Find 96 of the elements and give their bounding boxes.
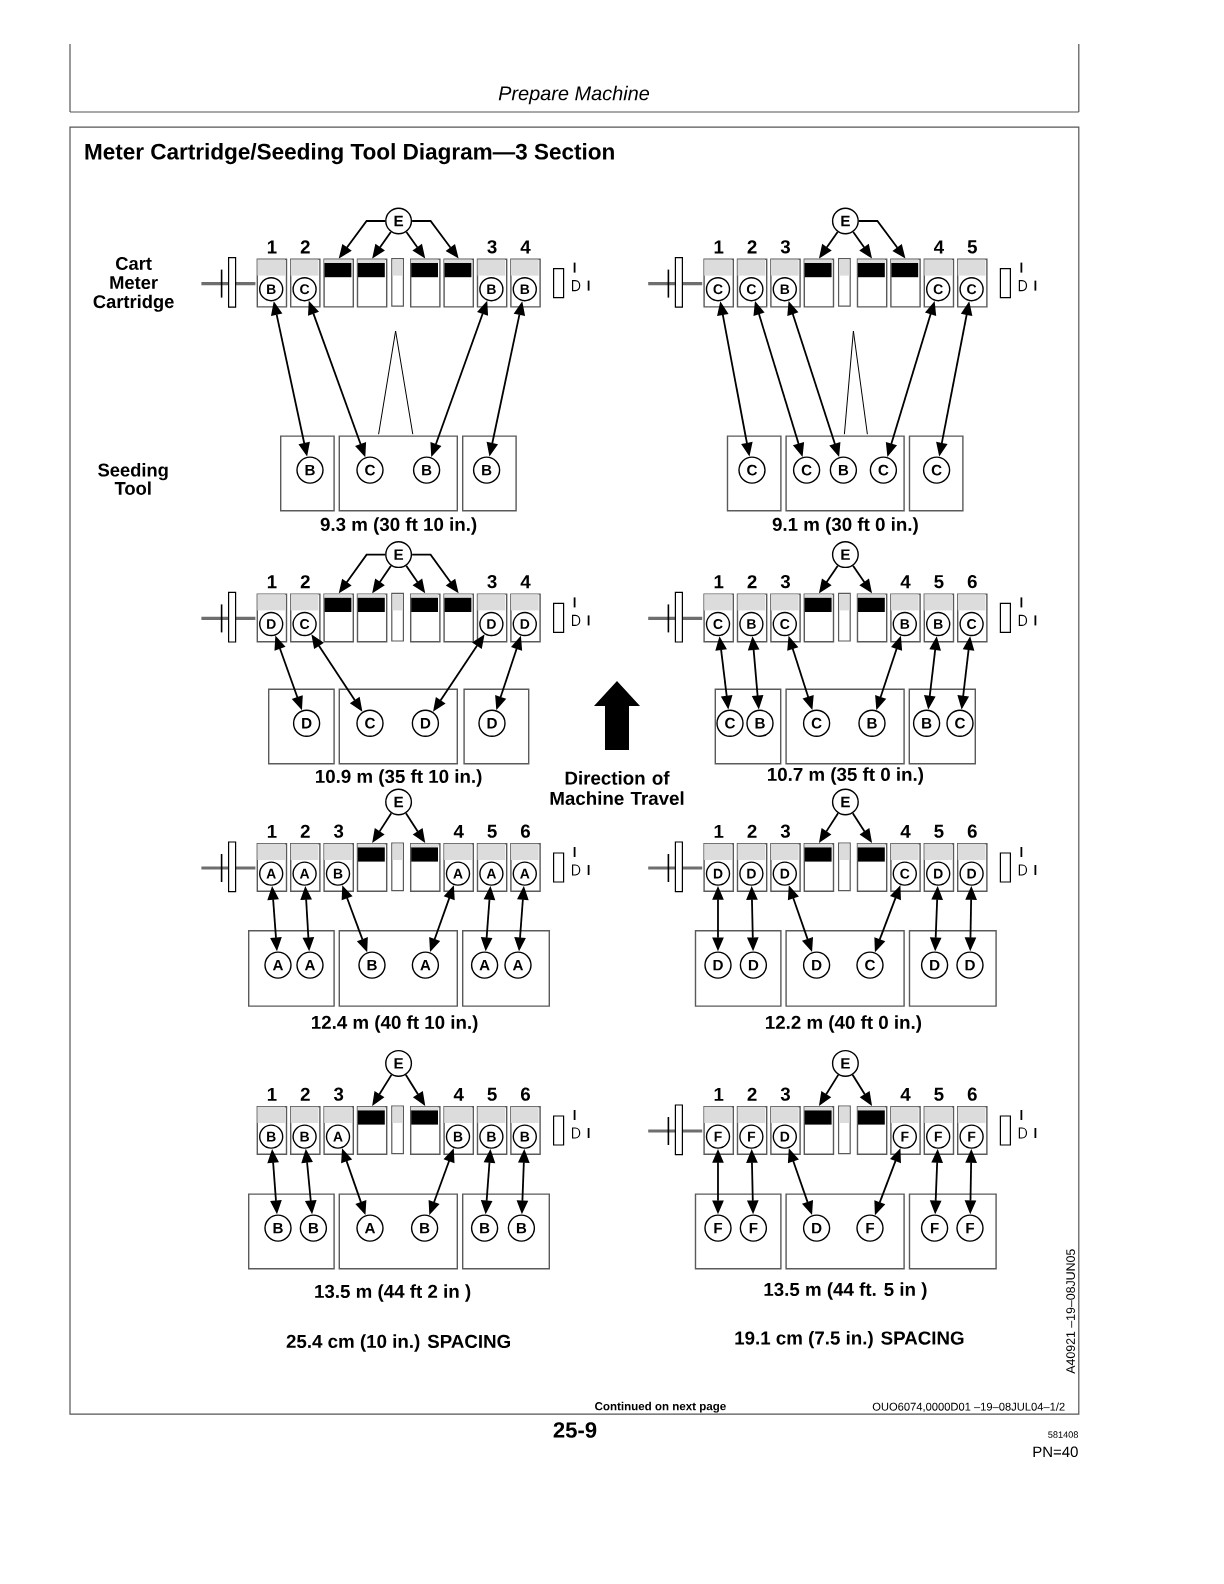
node-label: 1 [714, 824, 724, 838]
seeding-tool-box [463, 688, 530, 765]
node-label: 3 [333, 824, 344, 838]
node-label: 2 [747, 575, 757, 589]
seeding-tool-box [338, 435, 458, 512]
seeding-tool-box [694, 930, 782, 1007]
width-label: 10.9 m (35 ft 10 in.) [316, 769, 482, 787]
node-label: 4 [520, 575, 531, 589]
seeding-tool-box [714, 688, 782, 765]
node-label: 3 [487, 574, 497, 589]
node-label: 3 [333, 1087, 344, 1101]
node-label: 5 [934, 575, 944, 589]
width-label: 12.2 m (40 ft 0 in.) [766, 1015, 922, 1033]
node-label: 3 [780, 240, 790, 254]
seeding-tool-box [908, 1193, 997, 1270]
seeding-tool-box [908, 435, 964, 512]
node-label: 1 [267, 575, 277, 589]
node-label: 6 [967, 824, 977, 838]
width-label: 13.5 m (44 ft 2 in ) [315, 1284, 471, 1302]
node-label: 6 [520, 824, 531, 838]
seeding-tool-box [785, 435, 905, 512]
node-label: 4 [900, 1087, 911, 1101]
spacing-label: 25.4 cm (10 in.) SPACING [286, 1334, 510, 1352]
meter-cartridge [890, 258, 921, 308]
seeding-tool-box [462, 930, 550, 1007]
side-label: Cart Meter Cartridge [93, 257, 174, 312]
meter-cartridge [410, 1106, 441, 1155]
meter-cartridge [443, 593, 474, 643]
node-label: 1 [267, 240, 277, 254]
node-label: 5 [934, 1087, 944, 1101]
node-label: 4 [520, 240, 531, 254]
seeding-tool-box [694, 1193, 782, 1270]
node-label: 5 [487, 824, 497, 838]
node-label: 5 [934, 824, 944, 838]
node-label: 1 [714, 1087, 724, 1101]
seeding-tool-box [908, 688, 976, 765]
node-label: 4 [900, 575, 911, 589]
node-label: 1 [267, 1087, 277, 1101]
seeding-tool-box [248, 1193, 335, 1270]
node-label: 4 [453, 1087, 464, 1101]
diagram-title: Meter Cartridge/Seeding Tool Diagram—3 Section [85, 143, 614, 165]
node-label: 2 [747, 824, 757, 838]
meter-cartridge [323, 593, 354, 643]
node-label: 3 [780, 1087, 790, 1101]
node-label: 3 [487, 240, 497, 254]
node-label: 4 [453, 824, 464, 838]
node-label: 2 [747, 240, 757, 254]
width-label: 9.3 m (30 ft 10 in.) [320, 517, 477, 535]
node-label: 5 [967, 240, 977, 254]
seeding-tool-box [462, 1193, 550, 1270]
node-label: 2 [300, 240, 310, 254]
seeding-tool-box [785, 688, 905, 765]
meter-cartridge [410, 258, 441, 308]
node-label: 6 [967, 1087, 977, 1101]
seeding-tool-box [338, 688, 458, 765]
seeding-tool-box [462, 435, 517, 512]
meter-cartridge [410, 593, 441, 643]
meter-cartridge [443, 258, 474, 308]
seeding-tool-box [280, 435, 335, 512]
node-label: 2 [747, 1087, 757, 1101]
width-label: 10.7 m (35 ft 0 in.) [768, 767, 924, 785]
node-label: 2 [300, 575, 310, 589]
seeding-tool-box [268, 688, 335, 765]
node-label: 1 [714, 575, 724, 589]
seeding-tool-box [338, 930, 458, 1007]
meter-cartridge [323, 258, 354, 308]
width-label: 12.4 m (40 ft 10 in.) [312, 1015, 478, 1033]
spacing-label: 19.1 cm (7.5 in.) SPACING [735, 1330, 964, 1349]
width-label: 9.1 m (30 ft 0 in.) [772, 517, 918, 535]
meter-cartridge [856, 258, 888, 308]
seeding-tool-box [248, 930, 335, 1007]
meter-cartridge [856, 843, 888, 892]
seeding-tool-box [726, 435, 782, 512]
node-label: 1 [267, 824, 277, 838]
meter-cartridge [856, 1106, 888, 1155]
meter-cartridge [410, 843, 441, 892]
node-label: 6 [520, 1087, 531, 1101]
node-label: 2 [300, 824, 310, 838]
side-label: Seeding Tool [98, 463, 168, 495]
node-label: 2 [300, 1087, 310, 1101]
width-label: 13.5 m (44 ft. 5 in ) [764, 1282, 927, 1300]
node-label: 3 [780, 824, 790, 838]
seeding-tool-box [338, 1193, 458, 1270]
node-label: 4 [933, 240, 944, 254]
node-label: 1 [714, 240, 724, 254]
direction-label: Direction of Machine Travel [550, 771, 684, 805]
page-header: Prepare Machine [498, 85, 650, 105]
seeding-tool-box [785, 1193, 905, 1270]
page-number: 25-9 [553, 1422, 597, 1438]
seeding-tool-box [785, 930, 905, 1007]
node-label: 3 [780, 574, 790, 589]
meter-cartridge [856, 593, 888, 643]
seeding-tool-box [908, 930, 997, 1007]
node-label: 5 [487, 1087, 497, 1101]
node-label: 4 [900, 824, 911, 838]
node-label: 6 [967, 574, 977, 589]
